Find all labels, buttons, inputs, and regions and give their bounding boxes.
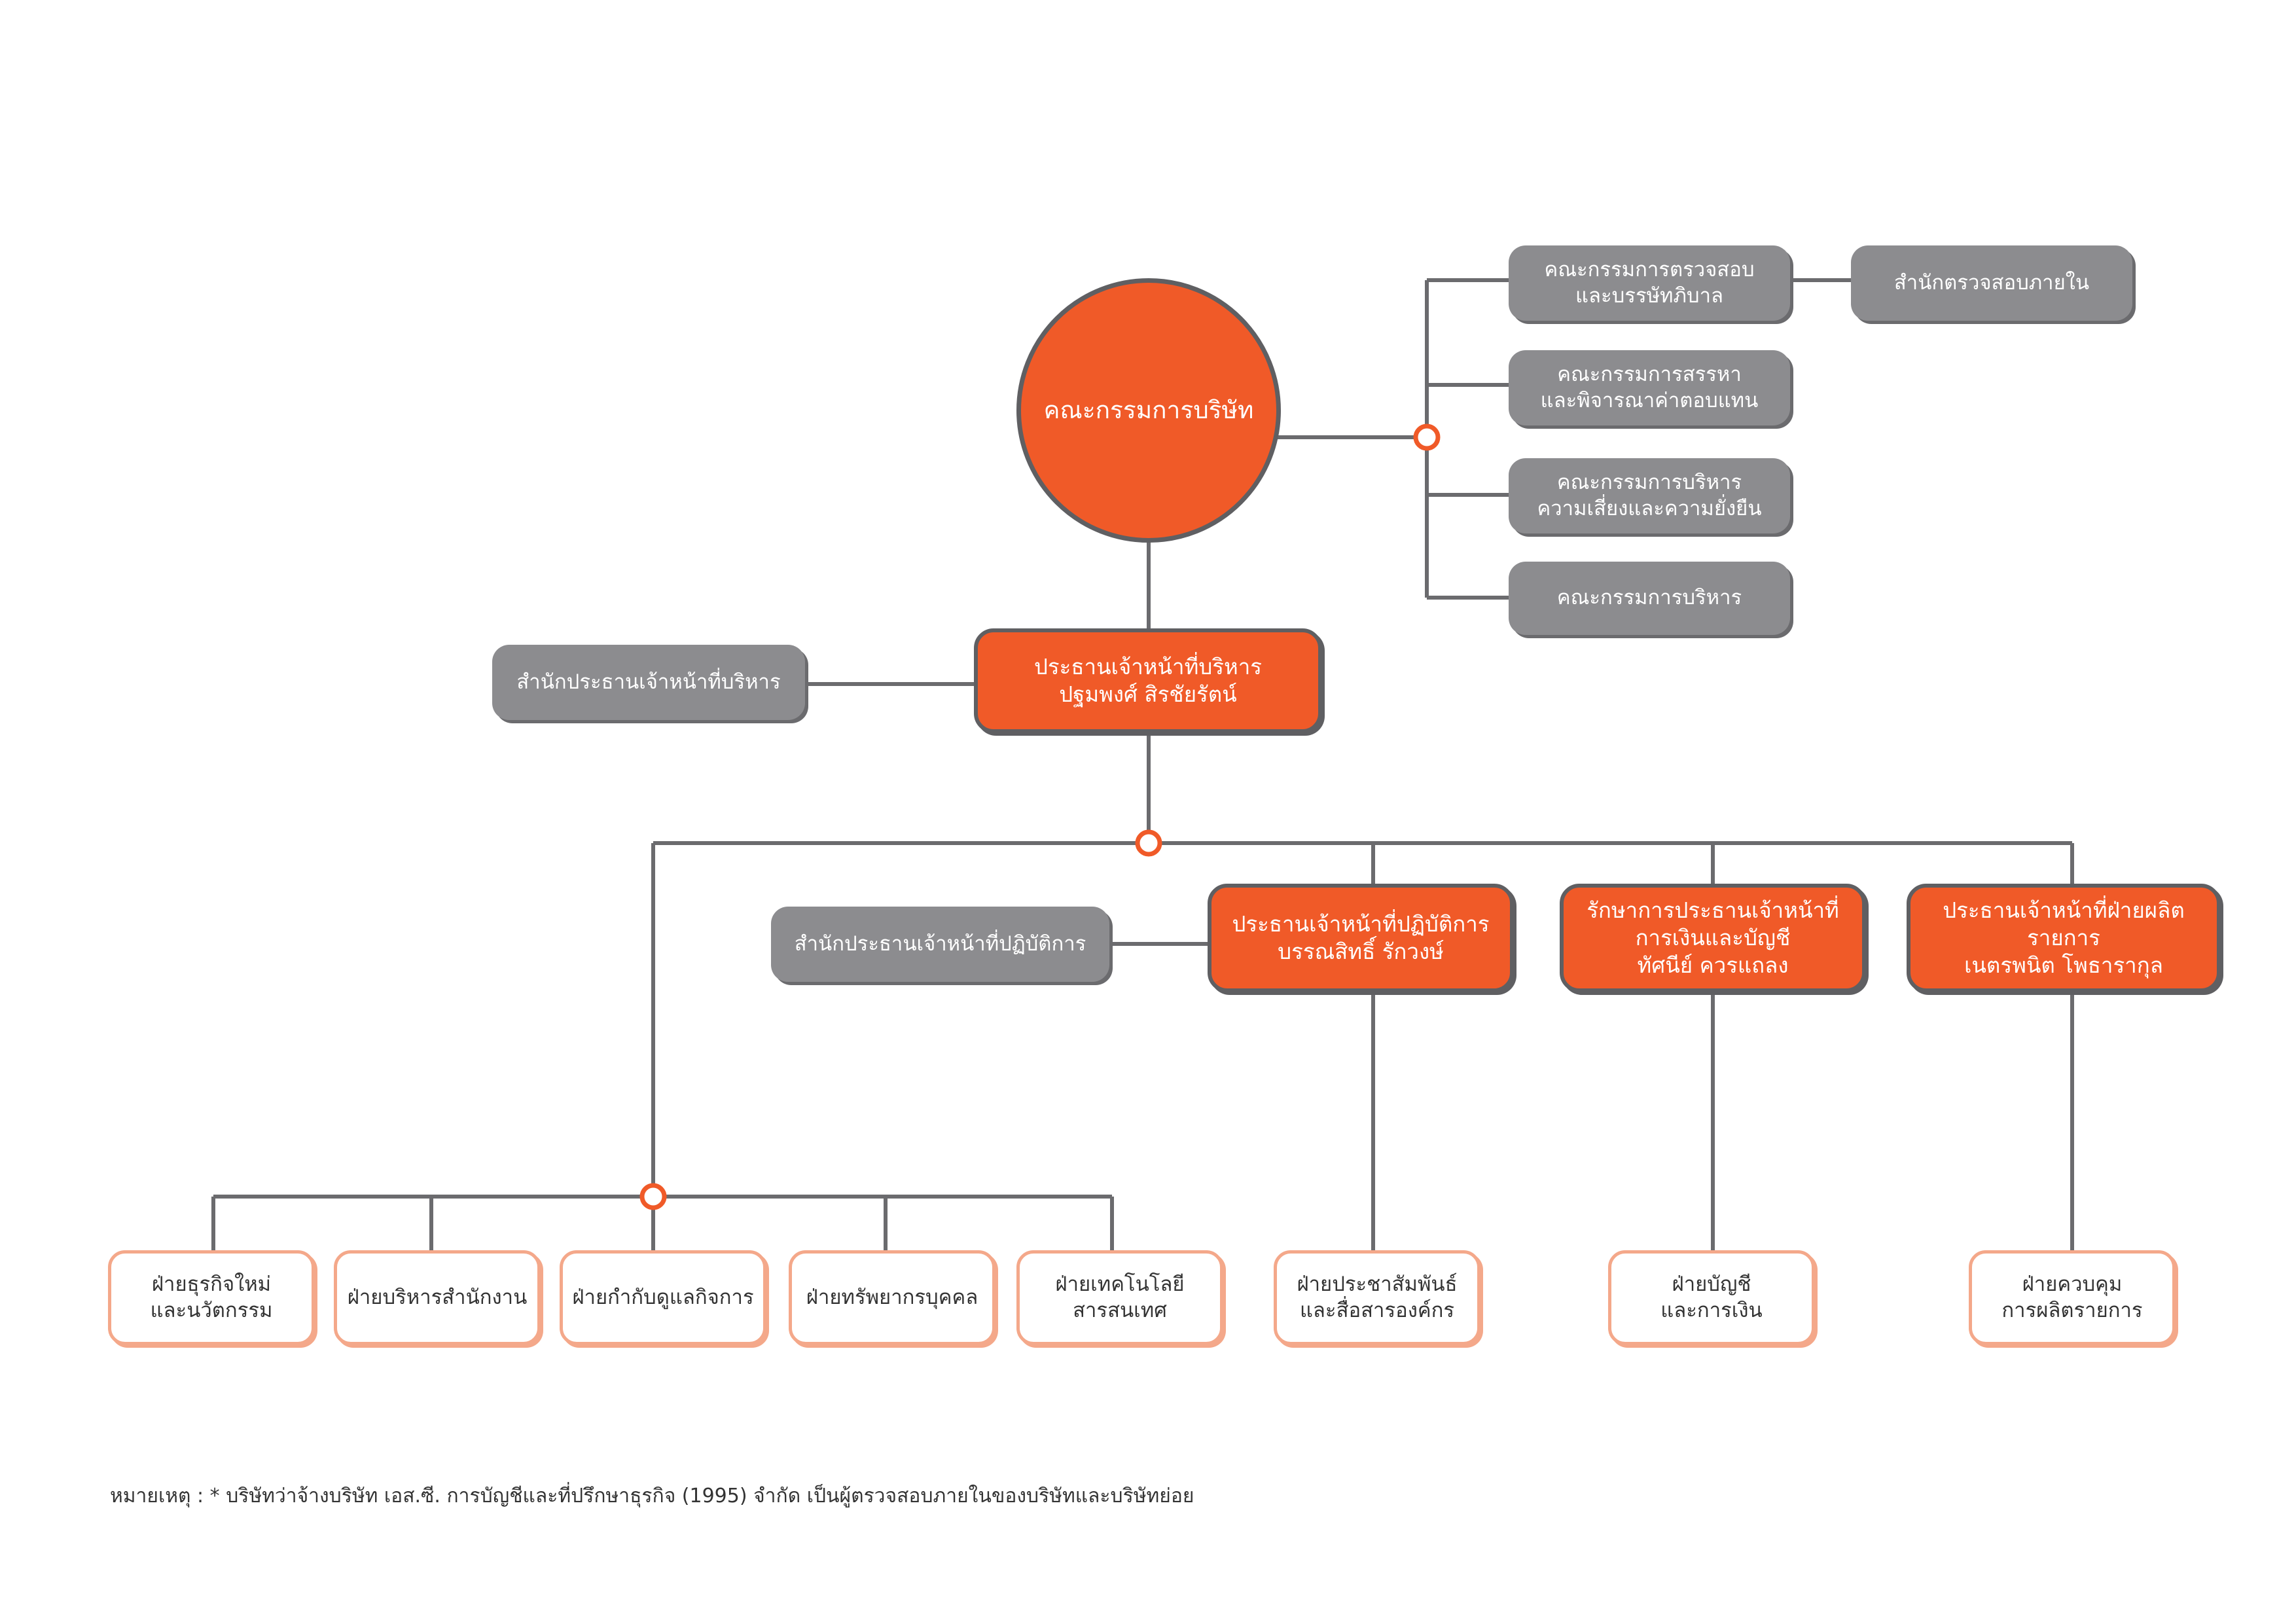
coo-office-label: สำนักประธานเจ้าหน้าที่ปฏิบัติการ: [794, 931, 1086, 956]
dept-office-admin-node: ฝ่ายบริหารสำนักงาน: [334, 1250, 541, 1345]
internal-audit-node: สำนักตรวจสอบภายใน: [1851, 245, 2132, 321]
dept-production-control-node: ฝ่ายควบคุม การผลิตรายการ: [1969, 1250, 2176, 1345]
dept-office-admin-label: ฝ่ายบริหารสำนักงาน: [347, 1285, 528, 1309]
cfo-node: รักษาการประธานเจ้าหน้าที่ การเงินและบัญช…: [1560, 884, 1866, 992]
junction-node: [639, 1183, 667, 1210]
junction-node: [1413, 424, 1441, 451]
committee-nomination-node: คณะกรรมการสรรหา และพิจารณาค่าตอบแทน: [1509, 350, 1790, 425]
board-label: คณะกรรมการบริษัท: [1043, 396, 1254, 425]
board-of-directors-node: คณะกรรมการบริษัท: [1016, 278, 1281, 543]
dept-pr-node: ฝ่ายประชาสัมพันธ์ และสื่อสารองค์กร: [1274, 1250, 1480, 1345]
coo-label: ประธานเจ้าหน้าที่ปฏิบัติการ บรรณสิทธิ์ ร…: [1232, 911, 1490, 964]
internal-audit-label: สำนักตรวจสอบภายใน: [1893, 270, 2090, 295]
committee-nomination-label: คณะกรรมการสรรหา และพิจารณาค่าตอบแทน: [1540, 362, 1759, 412]
ceo-node: ประธานเจ้าหน้าที่บริหาร ปฐมพงศ์ สิรชัยรั…: [974, 628, 1322, 733]
coo-node: ประธานเจ้าหน้าที่ปฏิบัติการ บรรณสิทธิ์ ร…: [1208, 884, 1514, 992]
committee-risk-node: คณะกรรมการบริหาร ความเสี่ยงและความยั่งยื…: [1509, 458, 1790, 533]
ceo-office-label: สำนักประธานเจ้าหน้าที่บริหาร: [516, 670, 781, 694]
ceo-label: ประธานเจ้าหน้าที่บริหาร ปฐมพงศ์ สิรชัยรั…: [1033, 653, 1263, 707]
committee-executive-label: คณะกรรมการบริหาร: [1556, 586, 1742, 610]
dept-pr-label: ฝ่ายประชาสัมพันธ์ และสื่อสารองค์กร: [1297, 1272, 1458, 1322]
dept-production-control-label: ฝ่ายควบคุม การผลิตรายการ: [2001, 1272, 2143, 1322]
dept-accounting-node: ฝ่ายบัญชี และการเงิน: [1608, 1250, 1815, 1345]
dept-governance-node: ฝ่ายกำกับดูแลกิจการ: [560, 1250, 766, 1345]
dept-hr-label: ฝ่ายทรัพยากรบุคคล: [806, 1285, 978, 1309]
dept-new-business-node: ฝ่ายธุรกิจใหม่ และนวัตกรรม: [108, 1250, 315, 1345]
footnote: หมายเหตุ : * บริษัทว่าจ้างบริษัท เอส.ซี.…: [110, 1485, 1194, 1507]
ceo-office-node: สำนักประธานเจ้าหน้าที่บริหาร: [492, 645, 805, 720]
dept-accounting-label: ฝ่ายบัญชี และการเงิน: [1660, 1272, 1763, 1322]
production-chief-label: ประธานเจ้าหน้าที่ฝ่ายผลิตรายการ เนตรพนิต…: [1943, 897, 2185, 979]
junction-node: [1135, 829, 1162, 857]
committee-audit-label: คณะกรรมการตรวจสอบ และบรรษัทภิบาล: [1544, 257, 1755, 308]
production-chief-node: ประธานเจ้าหน้าที่ฝ่ายผลิตรายการ เนตรพนิต…: [1907, 884, 2221, 992]
dept-new-business-label: ฝ่ายธุรกิจใหม่ และนวัตกรรม: [150, 1272, 273, 1322]
dept-hr-node: ฝ่ายทรัพยากรบุคคล: [789, 1250, 996, 1345]
dept-governance-label: ฝ่ายกำกับดูแลกิจการ: [572, 1285, 754, 1309]
coo-office-node: สำนักประธานเจ้าหน้าที่ปฏิบัติการ: [771, 907, 1109, 982]
committee-executive-node: คณะกรรมการบริหาร: [1509, 562, 1790, 635]
dept-it-node: ฝ่ายเทคโนโลยี สารสนเทศ: [1016, 1250, 1223, 1345]
cfo-label: รักษาการประธานเจ้าหน้าที่ การเงินและบัญช…: [1587, 897, 1839, 979]
committee-audit-node: คณะกรรมการตรวจสอบ และบรรษัทภิบาล: [1509, 245, 1790, 321]
committee-risk-label: คณะกรรมการบริหาร ความเสี่ยงและความยั่งยื…: [1537, 470, 1762, 520]
dept-it-label: ฝ่ายเทคโนโลยี สารสนเทศ: [1055, 1272, 1185, 1322]
